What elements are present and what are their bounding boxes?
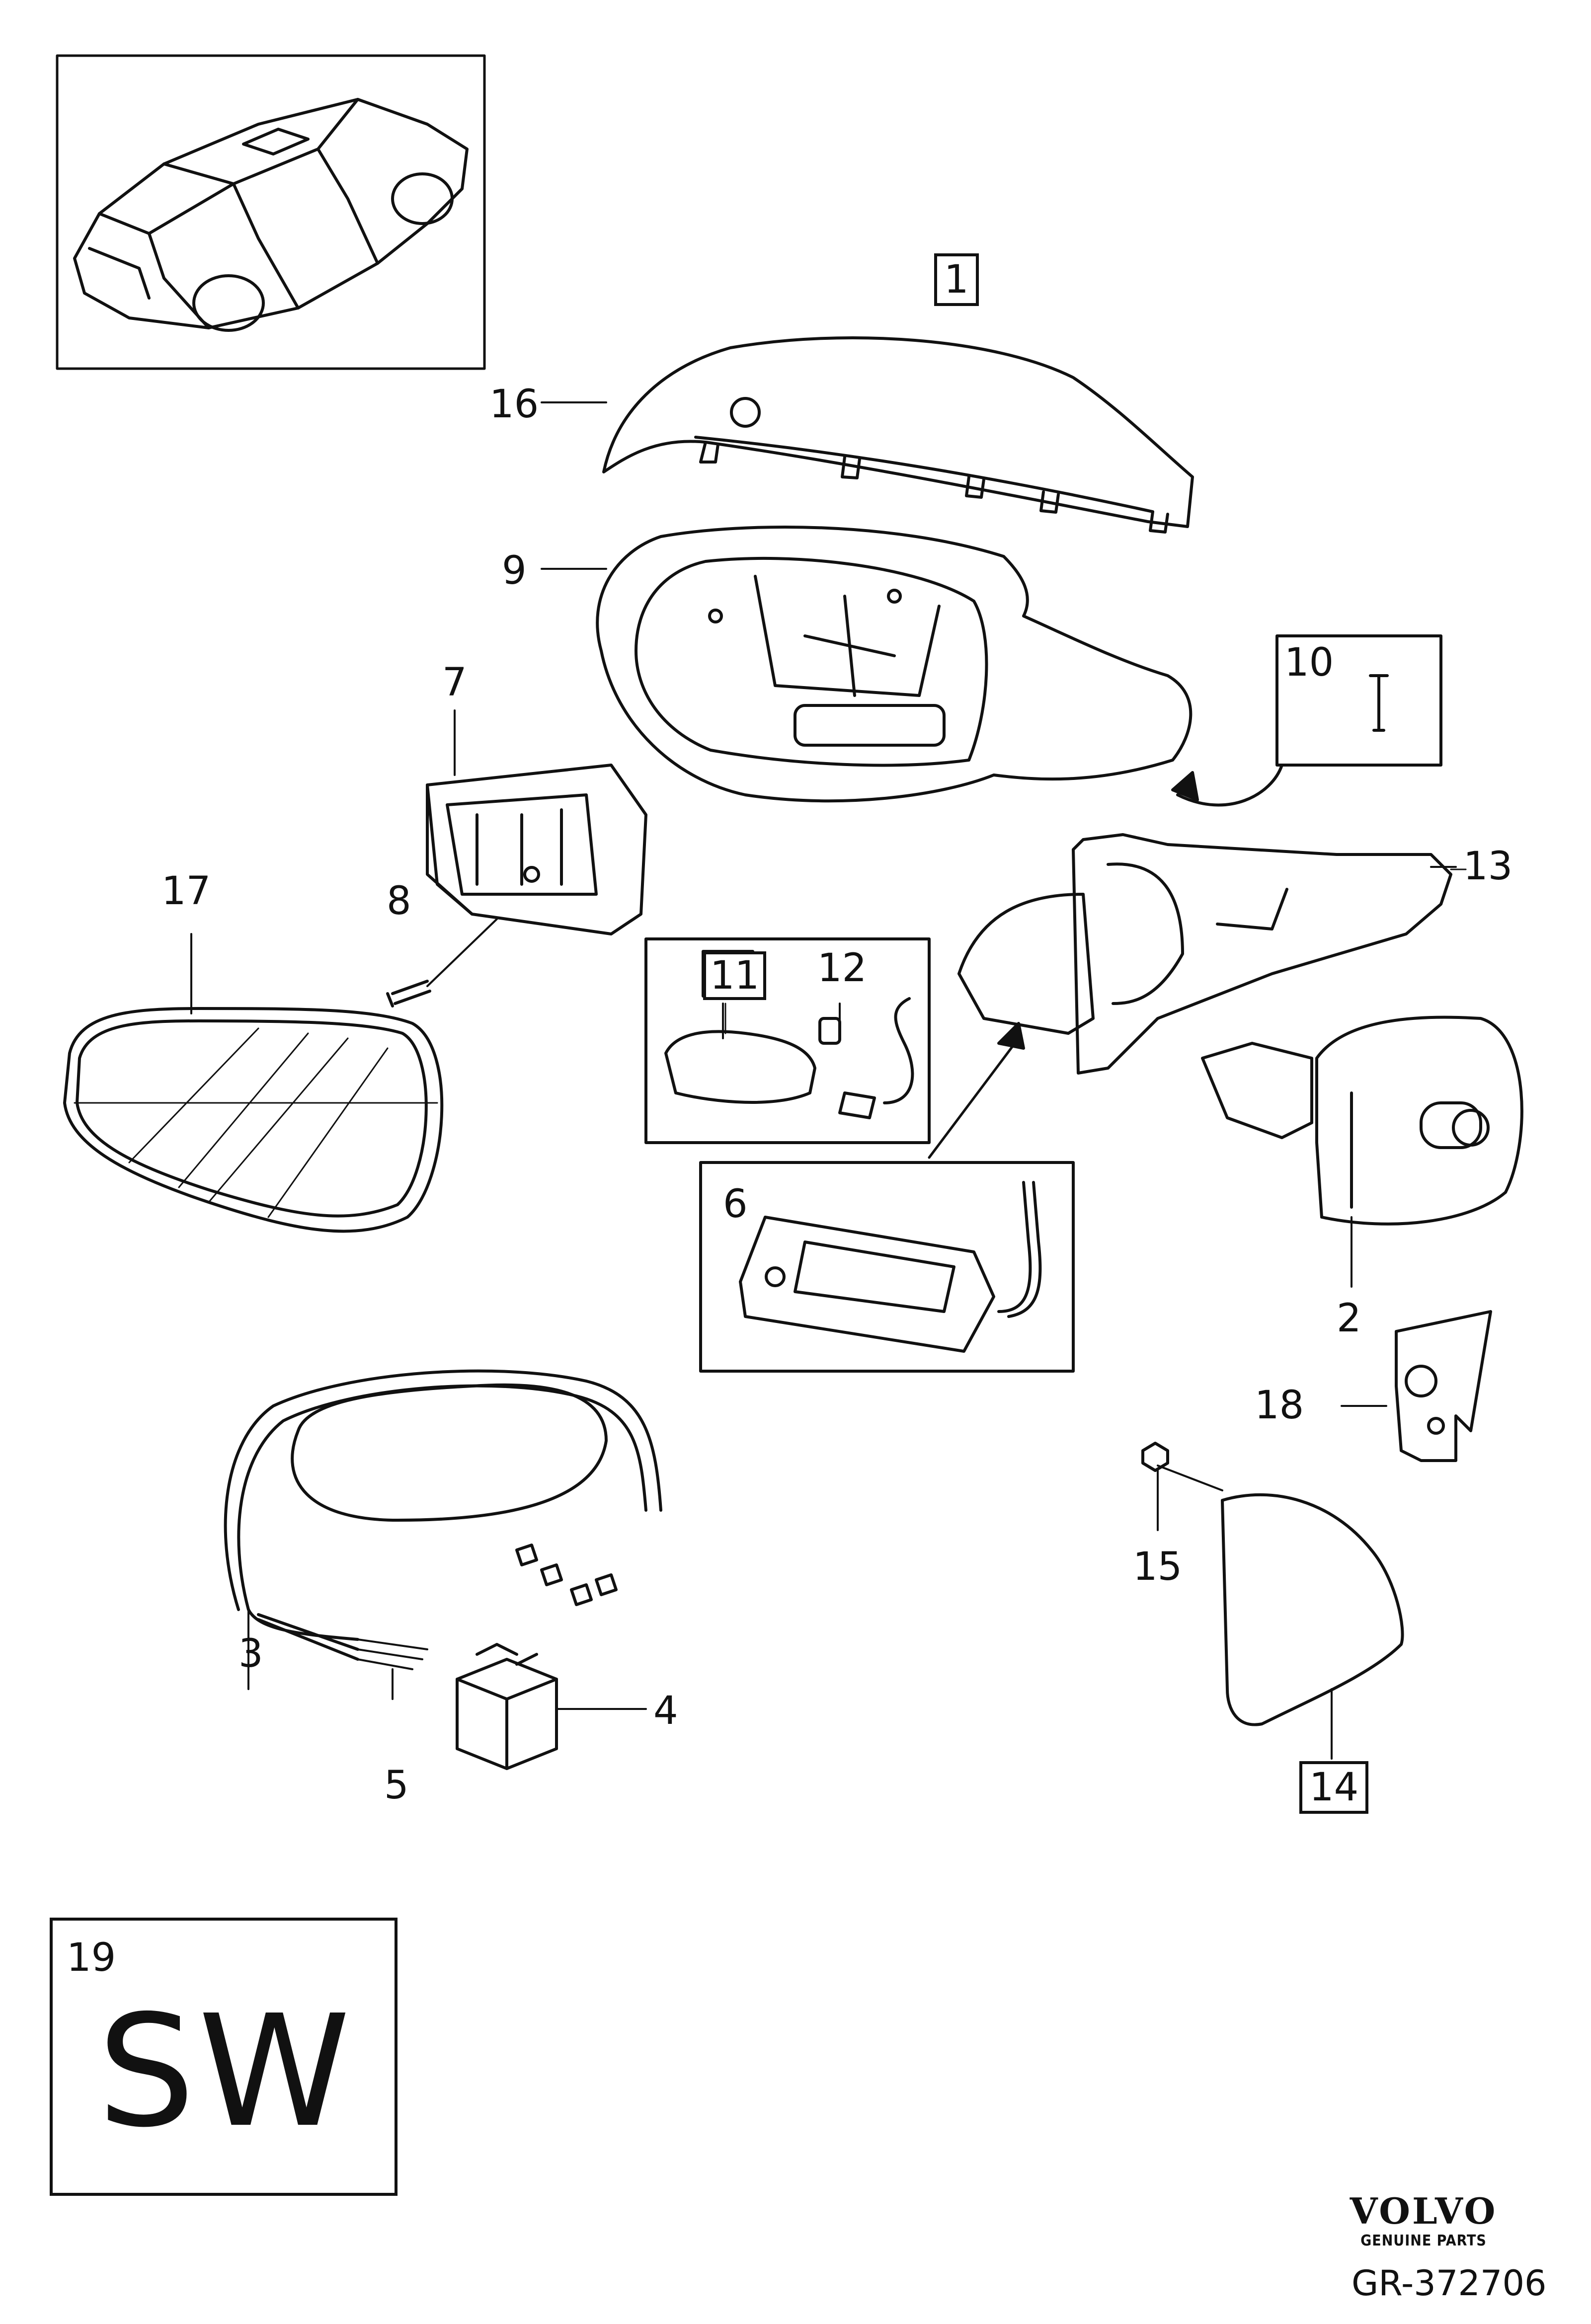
part-2-base-motor [1201, 1015, 1523, 1288]
callout-18: 18 [1255, 1383, 1304, 1428]
variant-number: 19 [67, 1936, 116, 1980]
part-7-adjust-motor [426, 764, 647, 935]
part-16-cover-cap [602, 336, 1194, 534]
callout-8: 8 [387, 879, 411, 924]
part-10-screw-box [1171, 634, 1442, 807]
callout-10: 10 [1284, 640, 1334, 685]
callout-6: 6 [723, 1182, 748, 1227]
callout-9: 9 [502, 548, 527, 593]
callout-5: 5 [384, 1763, 409, 1808]
callout-15: 15 [1133, 1545, 1183, 1589]
part-15-nut [1141, 1442, 1223, 1531]
part-3-5-wiring [224, 1369, 662, 1700]
part-9-mirror-housing [596, 525, 1193, 803]
callout-16: 16 [489, 382, 539, 427]
callout-14: 14 [1299, 1761, 1369, 1814]
part-8-screw [386, 918, 498, 1007]
brand-tagline: GENUINE PARTS [1360, 2232, 1487, 2249]
vehicle-thumbnail [56, 54, 486, 370]
brand-name: VOLVO [1350, 2190, 1498, 2232]
part-17-mirror-glass [63, 1007, 444, 1233]
brand-logo: VOLVO GENUINE PARTS [1342, 2190, 1506, 2250]
part-4-connector [456, 1643, 647, 1770]
callout-7: 7 [442, 660, 467, 705]
part-14-cover [1221, 1493, 1404, 1760]
part-6-box [699, 1022, 1075, 1373]
assembly-number-box: 1 [934, 253, 979, 306]
leader-lines [190, 401, 1457, 1039]
callout-12: 12 [817, 946, 867, 991]
reference-code: GR-372706 [1352, 2263, 1547, 2304]
part-11-12-box [644, 937, 931, 1144]
part-18-gasket [1341, 1310, 1492, 1462]
callout-13: 13 [1463, 844, 1513, 889]
variant-box: 19 SW [50, 1918, 398, 2196]
part-13-base-frame [957, 833, 1467, 1075]
callout-3: 3 [239, 1631, 263, 1676]
callout-17: 17 [161, 869, 211, 914]
variant-code: SW [97, 1982, 354, 2162]
callout-2: 2 [1337, 1296, 1361, 1341]
callout-11: 11 [703, 951, 767, 1000]
callout-4: 4 [653, 1689, 678, 1733]
